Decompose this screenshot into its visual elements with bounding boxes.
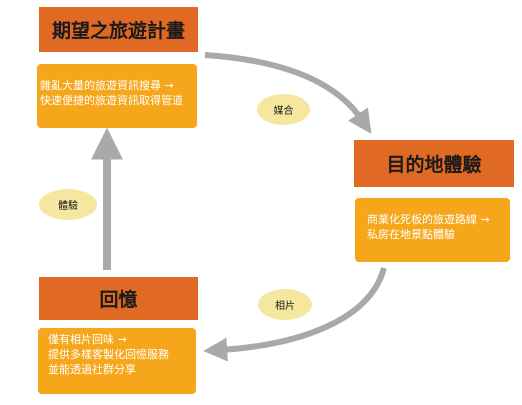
plan-description-line: 快速便捷的旅遊資訊取得管道 xyxy=(40,94,183,107)
plan-description-line: 雜亂大量的旅遊資訊搜尋 → xyxy=(40,79,174,92)
memory-description-line: 並能透過社群分享 xyxy=(48,363,136,376)
plan-description: 雜亂大量的旅遊資訊搜尋 → 快速便捷的旅遊資訊取得管道 xyxy=(37,64,197,128)
memory-description-line: 僅有相片回味 → xyxy=(48,333,127,346)
arrow-destination-to-memory xyxy=(203,267,387,362)
arrow-plan-to-destination xyxy=(204,52,372,134)
destination-description: 商業化死板的旅遊路線 → 私房在地景點體驗 xyxy=(355,198,510,262)
destination-title: 目的地體驗 xyxy=(354,140,514,187)
edge-label-experience: 體驗 xyxy=(39,189,97,220)
memory-description: 僅有相片回味 → 提供多樣客製化回憶服務 並能透過社群分享 xyxy=(38,328,196,394)
edge-label-match: 媒合 xyxy=(257,94,310,125)
memory-description-line: 提供多樣客製化回憶服務 xyxy=(48,348,169,361)
edge-label-photo: 相片 xyxy=(258,289,312,320)
destination-description-line: 商業化死板的旅遊路線 → xyxy=(367,213,490,226)
destination-description-line: 私房在地景點體驗 xyxy=(367,228,455,241)
memory-title: 回憶 xyxy=(39,277,198,320)
plan-title: 期望之旅遊計畫 xyxy=(39,7,198,52)
